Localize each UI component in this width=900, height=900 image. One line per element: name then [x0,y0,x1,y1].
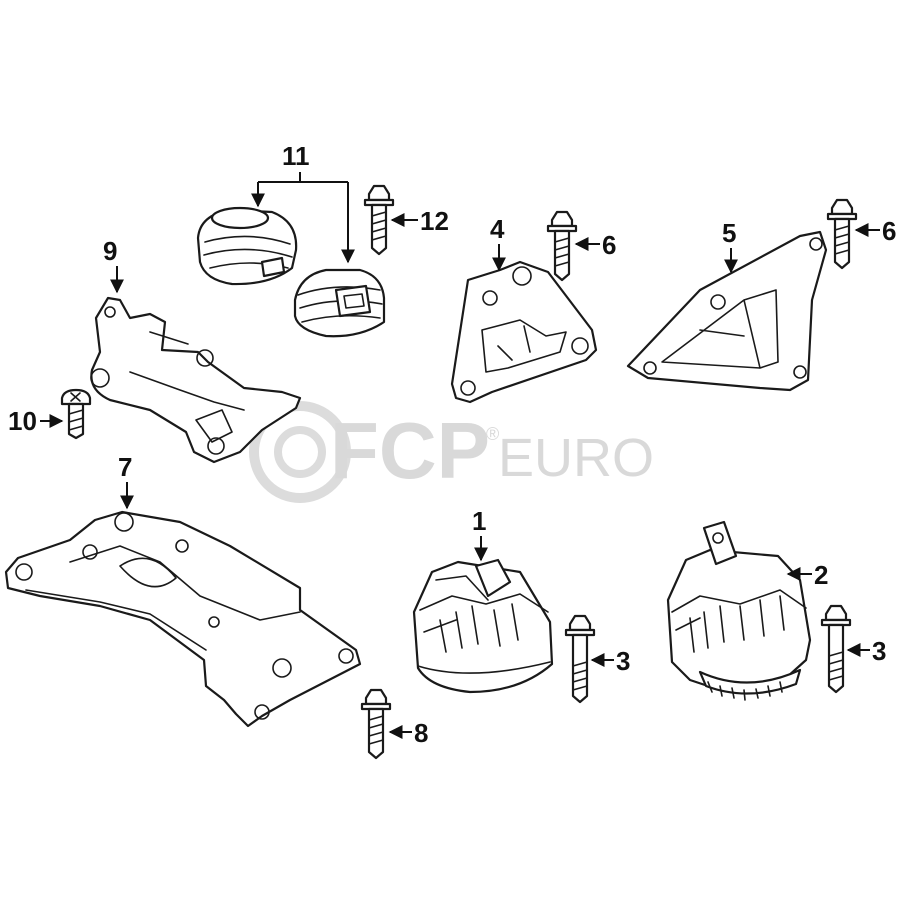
screw-10 [60,388,92,440]
bracket-5 [626,230,828,392]
callout-8: 8 [388,718,428,748]
bolt-6-left [546,210,578,282]
callout-3-left: 3 [590,646,630,676]
watermark-brand: FCP [330,406,490,495]
engine-mount-2 [666,520,812,701]
svg-text:3: 3 [616,646,630,676]
bolt-12 [363,184,395,256]
watermark-suffix: EURO [498,428,654,488]
svg-text:2: 2 [814,560,828,590]
callout-10: 10 [8,406,64,436]
callout-5: 5 [722,218,738,274]
callout-6-right: 6 [854,216,896,246]
transmission-mount-right [293,268,386,338]
callout-4: 4 [490,214,506,272]
callout-7: 7 [118,452,134,510]
svg-text:9: 9 [103,236,117,266]
bolt-3-left [564,614,596,704]
svg-text:11: 11 [282,141,310,171]
svg-text:6: 6 [602,230,616,260]
svg-text:5: 5 [722,218,736,248]
svg-text:6: 6 [882,216,896,246]
engine-mount-1 [412,558,554,694]
svg-text:10: 10 [8,406,37,436]
watermark-logo: FCP ® EURO [249,401,654,503]
callout-6-left: 6 [574,230,616,260]
watermark-registered: ® [486,424,499,444]
callout-11: 11 [251,141,348,262]
callout-12: 12 [390,206,449,236]
mount-bracket-9 [90,296,302,464]
svg-text:12: 12 [420,206,449,236]
callout-3-right: 3 [846,636,886,666]
callout-1: 1 [472,506,488,562]
bolt-8 [360,688,392,760]
bolt-3-right [820,604,852,694]
transmission-mount-left [196,206,298,286]
svg-text:3: 3 [872,636,886,666]
callout-2: 2 [786,560,828,590]
svg-text:1: 1 [472,506,486,536]
engine-bracket-4 [450,260,598,404]
callout-9: 9 [103,236,124,294]
svg-text:7: 7 [118,452,132,482]
svg-text:4: 4 [490,214,505,244]
svg-text:8: 8 [414,718,428,748]
bolt-6-right [826,198,858,270]
crossmember-7 [4,510,362,728]
